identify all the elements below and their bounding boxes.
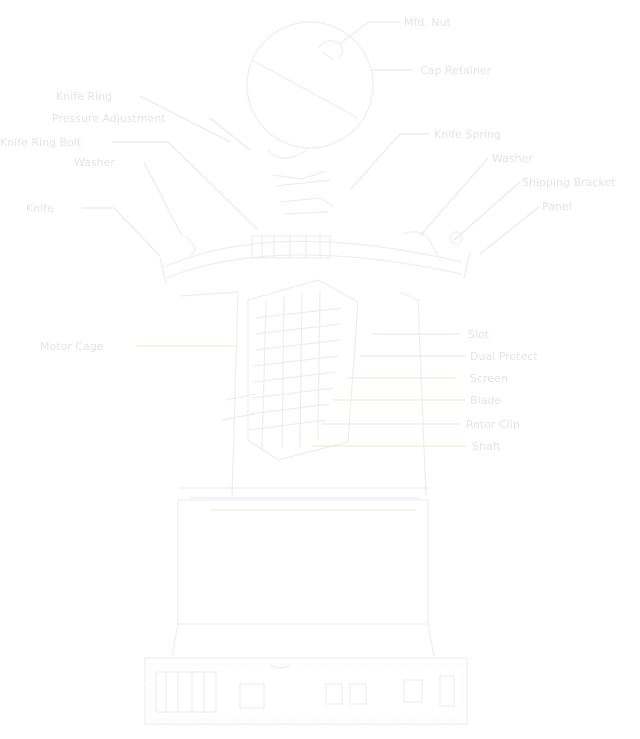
cap-spring-coil-2 <box>275 179 331 187</box>
label-top-right-1: Mfd. Nut <box>404 16 452 29</box>
leader-lines <box>82 21 541 447</box>
knife-block-ribs <box>261 236 321 258</box>
leader-right-1 <box>349 133 430 191</box>
label-right-5: Slot <box>468 328 490 341</box>
control-panel-frame <box>144 657 468 725</box>
label-right-9: Rotor Clip <box>466 418 520 431</box>
leader-top-right-1 <box>339 21 400 45</box>
motor-cage-brace <box>221 393 257 421</box>
motor-cage-right-side <box>399 291 427 497</box>
base-housing <box>171 487 435 657</box>
label-right-2: Washer <box>492 152 533 165</box>
cap-assembly <box>246 21 374 215</box>
housing-body <box>177 499 429 625</box>
label-left-2: Pressure Adjustment <box>52 112 166 125</box>
screen-mesh-outline <box>247 279 359 461</box>
leader-right-2 <box>419 157 489 237</box>
knife-spring-part <box>403 231 439 257</box>
cap-base-ring <box>267 149 307 159</box>
display-segments <box>165 672 205 712</box>
knife-ring-ends <box>159 251 471 285</box>
knife-ring-top-edge <box>161 240 463 269</box>
label-right-1: Knife Spring <box>434 128 501 141</box>
label-left-1: Knife Ring <box>56 90 112 103</box>
housing-legs <box>171 623 435 657</box>
knife-ring-assembly <box>159 231 471 285</box>
label-left-3: Knife Ring Bolt <box>0 136 82 149</box>
panel-button-4 <box>403 679 423 703</box>
label-right-4: Panel <box>542 200 572 213</box>
leader-left-3 <box>112 141 259 231</box>
leader-right-3 <box>453 181 521 241</box>
label-left-5: Knife <box>26 202 54 215</box>
control-panel-inner <box>149 663 463 721</box>
cap-knob <box>317 40 344 59</box>
label-left-6: Motor Cage <box>40 340 104 353</box>
cap-spring-coil <box>271 170 327 180</box>
label-left-4: Washer <box>74 156 115 169</box>
panel-switch <box>439 675 455 707</box>
knife-ring-bottom-edge <box>165 254 463 279</box>
screen-mesh-verticals <box>261 289 321 451</box>
label-right-8: Blade <box>470 394 501 407</box>
knife-block <box>251 235 331 259</box>
screen-mesh-lines <box>247 307 343 431</box>
cap-knob-slot <box>321 51 335 61</box>
panel-button-2 <box>325 683 343 705</box>
washer-part <box>449 231 463 245</box>
control-panel-display <box>155 671 217 713</box>
motor-cage-left-side <box>179 291 239 497</box>
label-right-10: Shaft <box>472 440 501 453</box>
panel-mark <box>269 665 291 669</box>
labels: Mfd. Nut Cap Retainer Knife Ring Pressur… <box>0 16 616 453</box>
cap-dome <box>246 21 374 149</box>
leader-left-5 <box>82 207 161 257</box>
cap-divider-line <box>251 59 359 119</box>
leader-left-2 <box>209 117 251 151</box>
leader-left-4 <box>143 161 183 237</box>
cap-spring-coil-4 <box>283 211 329 215</box>
label-top-right-2: Cap Retainer <box>420 64 492 77</box>
label-right-7: Screen <box>470 372 508 385</box>
cap-spring-coil-3 <box>279 197 335 207</box>
motor-cage <box>179 279 427 497</box>
panel-button-3 <box>349 683 367 705</box>
leader-right-4 <box>479 205 541 255</box>
control-panel <box>144 657 468 725</box>
leader-left-1 <box>139 95 231 143</box>
label-right-3: Shipping Bracket <box>522 176 616 189</box>
label-right-6: Dual Protect <box>470 350 538 363</box>
knife-left-part <box>185 235 197 259</box>
panel-button-1 <box>239 683 265 709</box>
